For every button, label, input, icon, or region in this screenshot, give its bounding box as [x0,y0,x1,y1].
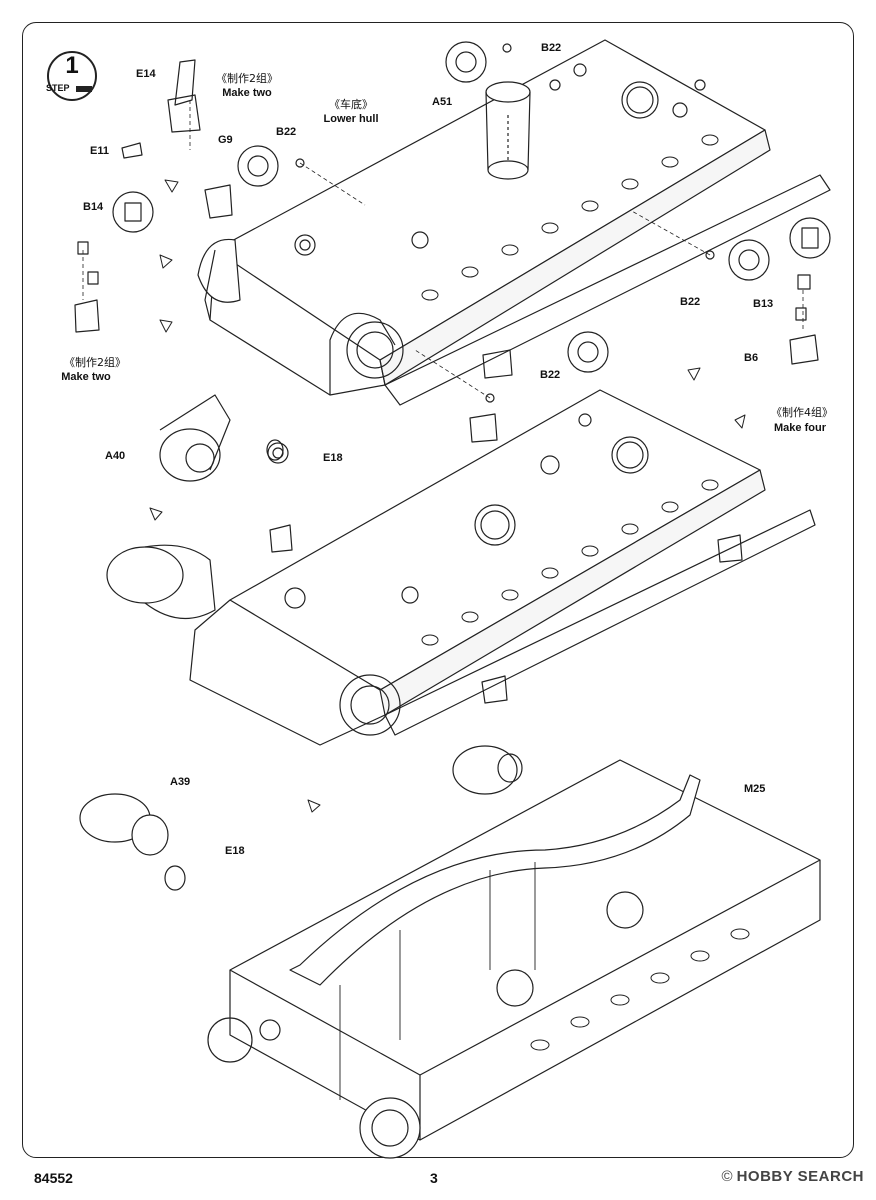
page-frame [22,22,854,1158]
kit-number: 84552 [34,1170,73,1186]
part-a51 [485,81,531,180]
make-two-cn-1: 《制作2组》 [216,72,278,85]
page-number: 3 [430,1170,438,1186]
make-four-en: Make four [774,422,826,434]
label-b22-left: B22 [276,126,297,138]
guide-lines [82,100,804,399]
label-e11: E11 [90,145,109,157]
make-two-cn-2: 《制作2组》 [64,356,126,369]
label-b14: B14 [83,201,104,213]
watermark-text: HOBBY SEARCH [736,1168,864,1185]
label-a40: A40 [105,450,126,462]
label-e14: E14 [136,68,156,80]
label-a51: A51 [432,96,453,108]
step-badge: 1 STEP [40,50,104,104]
step-circle-icon [47,51,97,101]
label-g9: G9 [218,134,233,146]
lower-hull-cn: 《车底》 [329,98,373,111]
step-label: STEP [46,83,70,93]
label-m25: M25 [744,783,766,795]
copyright-icon: © [721,1168,733,1185]
lower-hull-part-top [197,39,831,406]
lower-hull-en: Lower hull [323,113,379,125]
step-number: 1 [65,52,79,79]
detail-callouts [112,41,831,373]
label-b6: B6 [744,352,759,364]
label-a39: A39 [170,776,191,788]
lower-hull-part-bottom [207,759,821,1159]
lower-hull-part-middle [189,389,816,746]
sprocket-housings [106,394,743,795]
label-e18-bottom: E18 [225,845,245,857]
label-b22-right: B22 [680,296,701,308]
label-b13: B13 [753,298,774,310]
bracket-parts [74,43,819,403]
label-e18-top: E18 [323,452,343,464]
watermark: © HOBBY SEARCH [722,1168,864,1185]
make-four-cn: 《制作4组》 [771,406,833,419]
make-two-en-2: Make two [61,371,111,383]
part-a39-assembly [79,439,284,891]
label-b22-top: B22 [541,42,562,54]
make-two-en-1: Make two [222,87,272,99]
direction-arrows [149,179,746,813]
part-m25 [289,774,701,1100]
label-b22-mid: B22 [540,369,561,381]
